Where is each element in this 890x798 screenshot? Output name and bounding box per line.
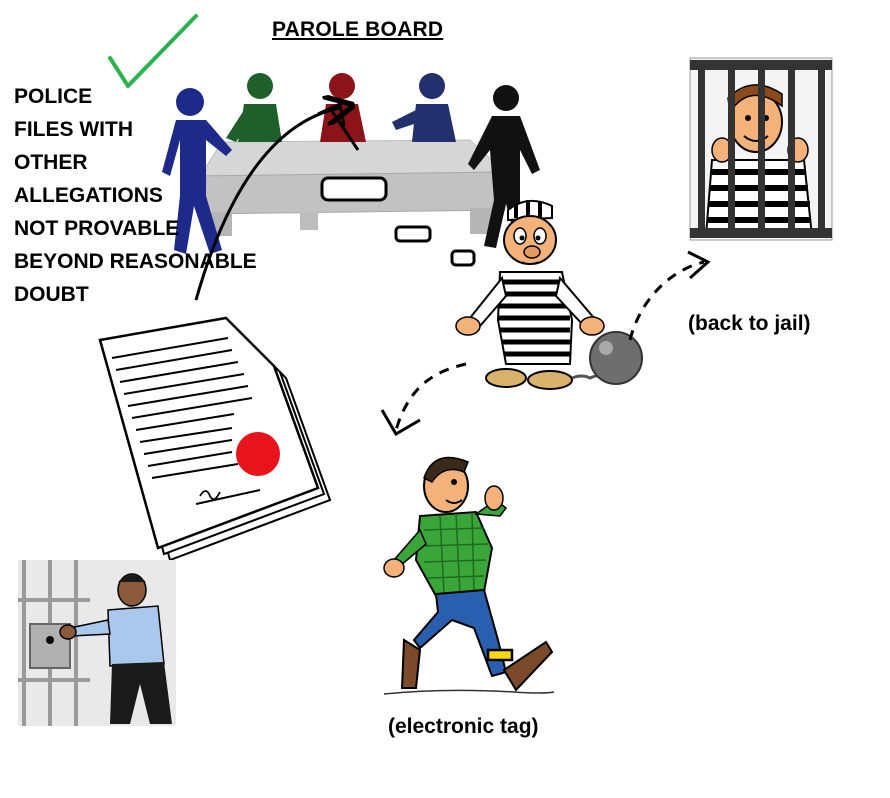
board-member-blue	[162, 88, 232, 254]
prisoner-ball-chain-icon	[455, 199, 643, 390]
police-note-line: ALLEGATIONS	[14, 184, 163, 207]
board-member-red	[320, 73, 366, 142]
police-note-line: POLICE	[14, 85, 93, 108]
police-note-line: OTHER	[14, 151, 88, 174]
board-member-navy	[392, 73, 456, 142]
electronic-tag-icon	[486, 648, 514, 662]
documents-stamp-icon	[98, 316, 332, 562]
page-title: PAROLE BOARD	[272, 18, 444, 41]
police-note-line: FILES WITH	[14, 118, 133, 141]
prison-guard-icon	[18, 560, 176, 726]
back-to-jail-label: (back to jail)	[688, 312, 811, 335]
police-note-line: BEYOND REASONABLE	[14, 250, 257, 273]
electronic-tag-label: (electronic tag)	[388, 715, 539, 738]
arrow-board-stroke	[328, 107, 360, 151]
police-note-line: NOT PROVABLE	[14, 217, 180, 240]
police-files-note: POLICE FILES WITH OTHER ALLEGATIONS NOT …	[14, 80, 257, 311]
arrows	[194, 104, 711, 437]
arrow-to-tag	[394, 362, 467, 431]
board-member-green	[226, 73, 282, 142]
arrow-files-to-board	[194, 108, 340, 301]
jailed-prisoner-icon	[689, 57, 833, 241]
arrow-to-jail	[628, 260, 705, 341]
walking-man-tag-icon	[383, 456, 555, 695]
check-mark-icon	[108, 14, 198, 88]
police-note-line: DOUBT	[14, 283, 89, 306]
